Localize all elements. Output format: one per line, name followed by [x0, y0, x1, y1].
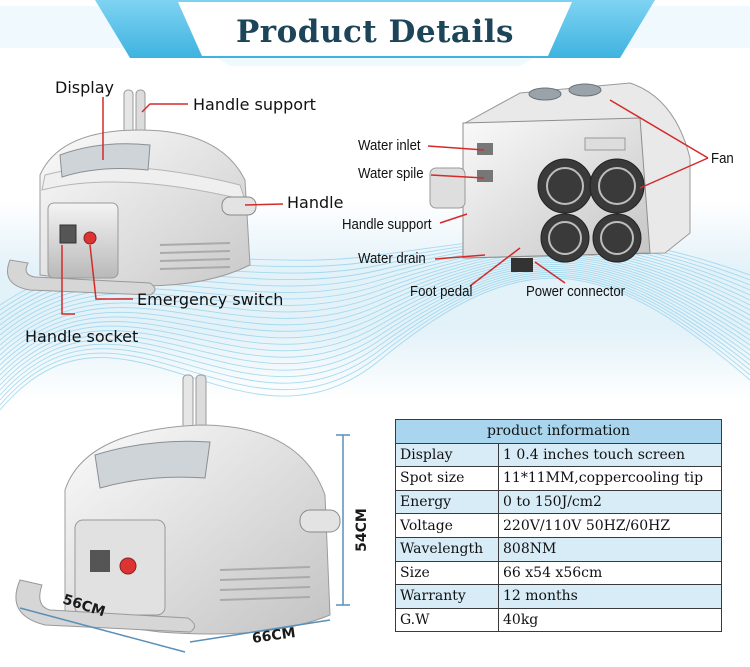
label-water-drain: Water drain [358, 250, 426, 267]
wave-line [0, 262, 750, 371]
label-water-inlet: Water inlet [358, 137, 421, 154]
label-handle-support: Handle support [193, 95, 316, 114]
row-key: Wavelength [395, 536, 499, 562]
label-fan: Fan [711, 150, 734, 167]
table-title: product information [395, 419, 722, 444]
wave-line [0, 268, 750, 386]
row-value: 220V/110V 50HZ/60HZ [498, 513, 722, 538]
wave-line [0, 274, 750, 401]
table-row: Energy 0 to 150J/cm2 [395, 489, 722, 515]
wave-line [0, 260, 750, 366]
label-rear-handle-support: Handle support [342, 216, 432, 233]
machine-rear-view [429, 82, 691, 272]
machine-front-view [7, 89, 257, 296]
label-foot-pedal: Foot pedal [410, 283, 473, 300]
row-value: 808NM [498, 536, 722, 562]
label-power-connector: Power connector [526, 283, 626, 300]
wave-line [0, 269, 750, 391]
row-key: Size [395, 560, 499, 586]
row-value: 66 x54 x56cm [498, 560, 722, 586]
wave-line [0, 266, 750, 381]
label-handle: Handle [287, 193, 344, 212]
page-title: Product Details [235, 14, 515, 50]
row-value: 11*11MM,coppercooling tip [498, 466, 722, 491]
wave-line [0, 277, 750, 411]
wave-line [0, 254, 750, 351]
row-value: 40kg [498, 607, 722, 633]
label-water-spile: Water spile [358, 165, 424, 182]
wave-line [0, 258, 750, 361]
row-key: Display [395, 442, 499, 468]
wave-line [0, 275, 750, 406]
row-key: Energy [395, 489, 499, 515]
label-handle-socket: Handle socket [25, 327, 139, 346]
wave-line [0, 256, 750, 356]
row-value: 12 months [498, 584, 722, 609]
label-emergency-switch: Emergency switch [137, 290, 284, 309]
row-key: Voltage [395, 513, 499, 538]
table-header-row: product information [395, 419, 722, 444]
dimension-height: 54CM [353, 508, 370, 552]
wave-line [0, 264, 750, 376]
header-banner [0, 0, 750, 66]
label-display: Display [55, 78, 114, 97]
wave-line [0, 272, 750, 396]
row-key: Spot size [395, 466, 499, 491]
row-key: Warranty [395, 584, 499, 609]
row-value: 1 0.4 inches touch screen [498, 442, 722, 468]
row-key: G.W [395, 607, 499, 633]
row-value: 0 to 150J/cm2 [498, 489, 722, 515]
machine-dimension-view [15, 374, 350, 653]
